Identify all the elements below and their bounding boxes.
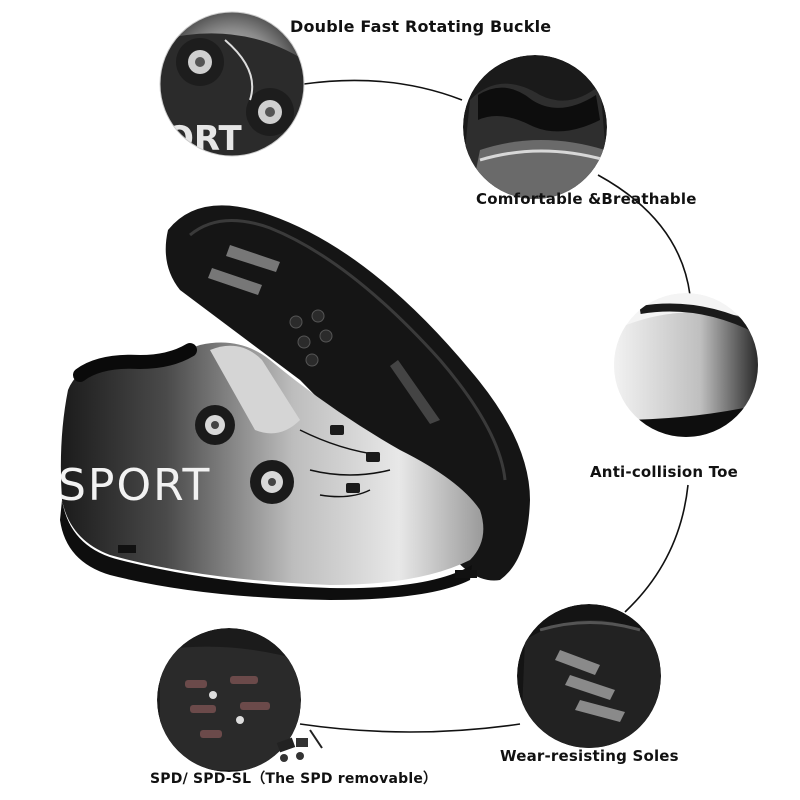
shoe-side-view: SPORT (58, 342, 484, 600)
svg-text:ORT: ORT (165, 119, 243, 159)
line-spd-to-sole (299, 723, 521, 733)
callout-sole: Wear-resisting Soles (500, 747, 679, 765)
heel-detail-photo (463, 55, 607, 199)
spd-detail-photo (157, 628, 301, 772)
spd-cleat-parts (276, 729, 323, 762)
callout-lines (299, 79, 691, 733)
line-toe-to-sole (624, 484, 689, 613)
buckle-detail-photo: ORT (160, 12, 304, 159)
toe-detail-photo (614, 293, 758, 437)
callout-toe: Anti-collision Toe (590, 463, 739, 481)
sport-print: SPORT (58, 460, 211, 511)
line-buckle-to-heel (303, 79, 463, 101)
callout-buckle: Double Fast Rotating Buckle (290, 17, 552, 36)
callout-spd: SPD/ SPD-SL（The SPD removable） (150, 771, 438, 787)
callout-breathable: Comfortable &Breathable (476, 190, 697, 208)
line-heel-to-toe (597, 174, 691, 296)
sole-detail-photo (517, 604, 661, 748)
